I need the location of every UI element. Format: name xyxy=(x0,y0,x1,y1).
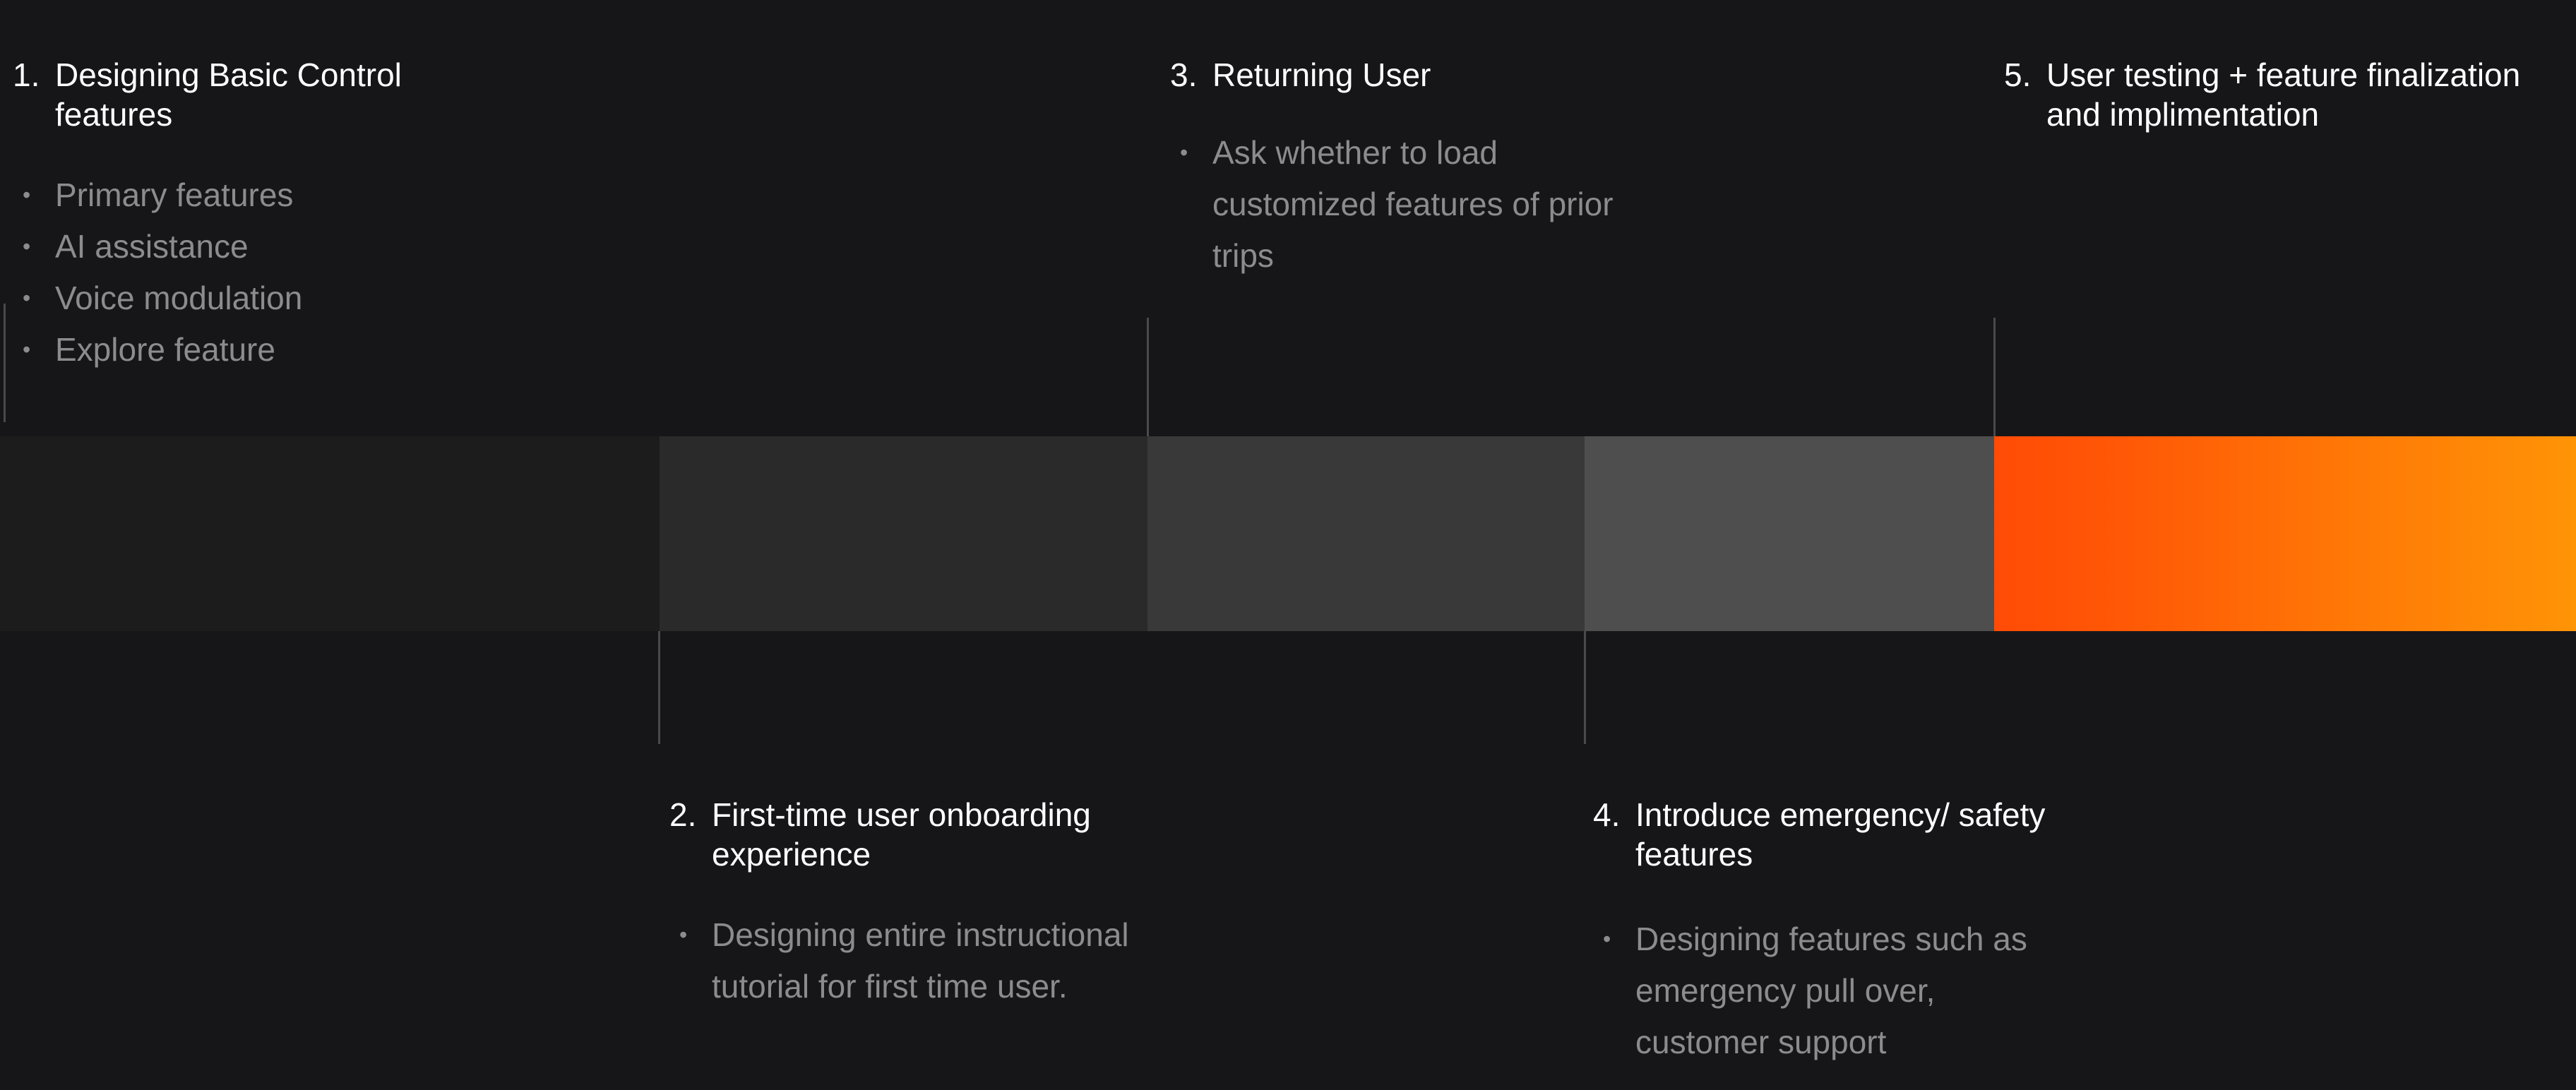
timeline-segment-5 xyxy=(1994,436,2576,631)
list-item: • AI assistance xyxy=(13,221,521,272)
phase-3-bullet-list: • Ask whether to load customized feature… xyxy=(1170,127,1678,282)
timeline-segment-3 xyxy=(1147,436,1585,631)
bullet-text: Primary features xyxy=(55,176,294,213)
phase-3-number: 3. xyxy=(1170,56,1198,93)
bullet-icon: • xyxy=(23,182,31,208)
phase-1-number: 1. xyxy=(13,56,40,93)
phase-4-title-text: Introduce emergency/ safety features xyxy=(1635,796,2046,873)
phase-3: 3. Returning User • Ask whether to load … xyxy=(1170,55,1678,282)
list-item: • Explore feature xyxy=(13,324,521,376)
bullet-icon: • xyxy=(23,285,31,311)
phase-4-title: 4. Introduce emergency/ safety features xyxy=(1593,795,2087,874)
bullet-text: Designing features such as emergency pul… xyxy=(1635,921,2027,1060)
list-item: • Designing features such as emergency p… xyxy=(1593,914,2087,1068)
phase-2-number: 2. xyxy=(669,796,697,833)
phase-2-bullet-list: • Designing entire instructional tutoria… xyxy=(669,909,1164,1012)
bullet-icon: • xyxy=(1180,140,1188,165)
connector-line-1 xyxy=(4,304,6,422)
list-item: • Ask whether to load customized feature… xyxy=(1170,127,1678,282)
phase-3-title: 3. Returning User xyxy=(1170,55,1678,95)
phase-3-title-text: Returning User xyxy=(1212,56,1431,93)
phase-5-number: 5. xyxy=(2004,56,2032,93)
bullet-icon: • xyxy=(23,337,31,362)
bullet-icon: • xyxy=(1603,926,1611,952)
phase-1-title-text: Designing Basic Control features xyxy=(55,56,402,133)
phase-1-title: 1. Designing Basic Control features xyxy=(13,55,521,134)
connector-line-3 xyxy=(1147,318,1149,436)
connector-line-5 xyxy=(1993,318,1996,436)
timeline-segment-1 xyxy=(0,436,660,631)
list-item: • Voice modulation xyxy=(13,272,521,324)
bullet-text: Ask whether to load customized features … xyxy=(1212,134,1614,274)
list-item: • Designing entire instructional tutoria… xyxy=(669,909,1164,1012)
phase-2-title-text: First-time user onboarding experience xyxy=(712,796,1091,873)
timeline-segment-2 xyxy=(660,436,1147,631)
bullet-text: Designing entire instructional tutorial … xyxy=(712,916,1129,1005)
bullet-icon: • xyxy=(679,922,688,947)
phase-5-title-text: User testing + feature finalization and … xyxy=(2046,56,2521,133)
phase-2-title: 2. First-time user onboarding experience xyxy=(669,795,1164,874)
bullet-icon: • xyxy=(23,234,31,259)
phase-4: 4. Introduce emergency/ safety features … xyxy=(1593,795,2087,1068)
connector-line-2 xyxy=(658,631,660,744)
phase-2: 2. First-time user onboarding experience… xyxy=(669,795,1164,1012)
phase-5-title: 5. User testing + feature finalization a… xyxy=(2004,55,2555,134)
phase-4-number: 4. xyxy=(1593,796,1621,833)
bullet-text: AI assistance xyxy=(55,228,249,265)
connector-line-4 xyxy=(1584,631,1586,744)
phase-1: 1. Designing Basic Control features • Pr… xyxy=(13,55,521,376)
bullet-text: Explore feature xyxy=(55,331,275,368)
bullet-text: Voice modulation xyxy=(55,280,303,316)
phase-5: 5. User testing + feature finalization a… xyxy=(2004,55,2555,134)
timeline-segment-4 xyxy=(1585,436,1994,631)
phase-4-bullet-list: • Designing features such as emergency p… xyxy=(1593,914,2087,1068)
list-item: • Primary features xyxy=(13,169,521,221)
phase-1-bullet-list: • Primary features • AI assistance • Voi… xyxy=(13,169,521,376)
